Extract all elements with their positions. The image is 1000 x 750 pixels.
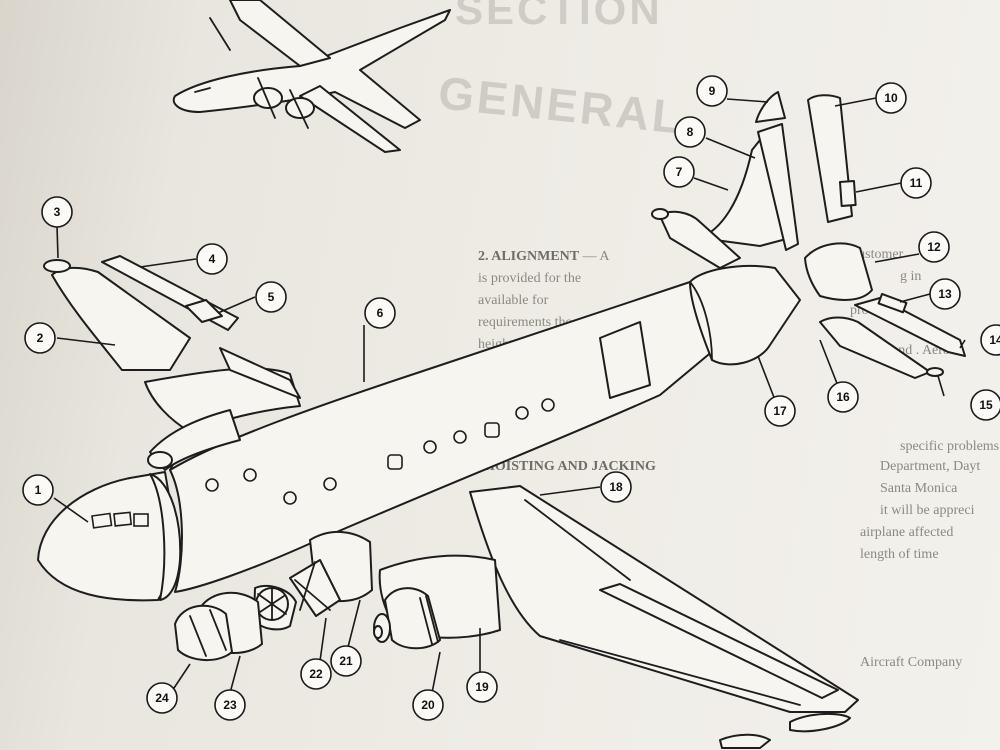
callout-7: 7 (663, 156, 695, 188)
callout-14: 14 (980, 324, 1000, 356)
svg-text:22: 22 (309, 667, 323, 681)
callout-2: 2 (24, 322, 56, 354)
svg-text:8: 8 (687, 125, 694, 139)
svg-text:20: 20 (421, 698, 435, 712)
callout-1: 1 (22, 474, 54, 506)
text-line-2: g in (900, 269, 922, 284)
callout-11: 11 (900, 167, 932, 199)
rudder (757, 123, 799, 251)
text-line-14: it will be appreci (880, 503, 975, 518)
engine-mount (289, 559, 341, 617)
right-stab-tip (926, 367, 944, 377)
callout-24: 24 (146, 682, 178, 714)
section-heading: SECTION (455, 0, 663, 33)
right-stabilizer (819, 316, 931, 379)
hoisting-heading: 3. HOISTING AND JACKING (470, 459, 656, 474)
svg-text:19: 19 (475, 680, 489, 694)
callout-12: 12 (918, 231, 950, 263)
right-elevator (854, 297, 966, 357)
text-line-13: Santa Monica (880, 481, 958, 496)
text-line-5: 2. ALIGNMENT — A (478, 246, 609, 267)
tail-section (689, 265, 801, 366)
right-flap (599, 583, 839, 699)
svg-text:2: 2 (37, 331, 44, 345)
callout-16: 16 (827, 381, 859, 413)
svg-text:4: 4 (209, 252, 216, 266)
text-line-8: requirements the (478, 315, 572, 330)
callout-3: 3 (41, 196, 73, 228)
engine-cowl-front (174, 604, 233, 661)
cockpit-window-1 (91, 512, 113, 529)
svg-text:15: 15 (979, 398, 993, 412)
fuselage (169, 281, 721, 593)
right-wingtip-fairing (789, 712, 851, 733)
svg-text:13: 13 (938, 287, 952, 301)
aileron-tab (185, 299, 223, 323)
inset-aircraft (172, 0, 451, 153)
right-engine (384, 587, 441, 650)
callout-21: 21 (330, 645, 362, 677)
text-line-7: available for (478, 293, 549, 308)
callout-5: 5 (255, 281, 287, 313)
svg-text:7: 7 (676, 165, 683, 179)
engine-cylinders (255, 587, 289, 621)
callout-13: 13 (929, 278, 961, 310)
callout-8: 8 (674, 116, 706, 148)
svg-text:3: 3 (54, 205, 61, 219)
elevator-tab (839, 180, 857, 207)
callout-10: 10 (875, 82, 907, 114)
cargo-door (599, 321, 651, 399)
svg-text:9: 9 (709, 84, 716, 98)
fuselage-windows (205, 398, 555, 505)
callout-20: 20 (412, 689, 444, 721)
callout-23: 23 (214, 689, 246, 721)
nacelle-left (149, 409, 241, 471)
fin-cap (755, 91, 786, 123)
svg-text:23: 23 (223, 698, 237, 712)
text-line-10: 3. HOISTING AND JACKING (470, 456, 656, 477)
svg-text:6: 6 (377, 306, 384, 320)
svg-text:21: 21 (339, 654, 353, 668)
left-wingtip (43, 259, 71, 273)
callout-17: 17 (764, 395, 796, 427)
text-line-15: airplane affected (860, 525, 954, 540)
nose-ring (149, 473, 182, 601)
right-elevator-tab (877, 293, 908, 314)
cockpit-window-3 (133, 513, 149, 527)
text-line-16: length of time (860, 547, 939, 562)
svg-text:11: 11 (910, 176, 923, 190)
callout-19: 19 (466, 671, 498, 703)
callout-15: 15 (970, 389, 1000, 421)
text-line-11: specific problems (900, 439, 1000, 454)
svg-text:16: 16 (836, 390, 850, 404)
svg-text:1: 1 (35, 483, 42, 497)
cockpit-window-2 (113, 511, 133, 527)
callout-4: 4 (196, 243, 228, 275)
left-flap-strip (219, 347, 301, 399)
upper-wing-fairing (144, 367, 301, 433)
svg-text:5: 5 (268, 290, 275, 304)
callout-22: 22 (300, 658, 332, 690)
callout-6: 6 (364, 297, 396, 329)
callout-18: 18 (600, 471, 632, 503)
text-line-6: is provided for the (478, 271, 582, 286)
svg-text:10: 10 (884, 91, 898, 105)
text-line-17: Aircraft Company (860, 655, 963, 670)
text-line-12: Department, Dayt (880, 459, 981, 474)
alignment-heading: 2. ALIGNMENT (478, 249, 580, 264)
svg-text:24: 24 (155, 691, 169, 705)
svg-text:12: 12 (927, 240, 941, 254)
tail-cone (804, 242, 873, 301)
svg-text:14: 14 (989, 333, 1000, 347)
svg-text:17: 17 (773, 404, 787, 418)
callout-9: 9 (696, 75, 728, 107)
svg-text:18: 18 (609, 480, 623, 494)
text-line-5-body: — A (579, 249, 610, 264)
